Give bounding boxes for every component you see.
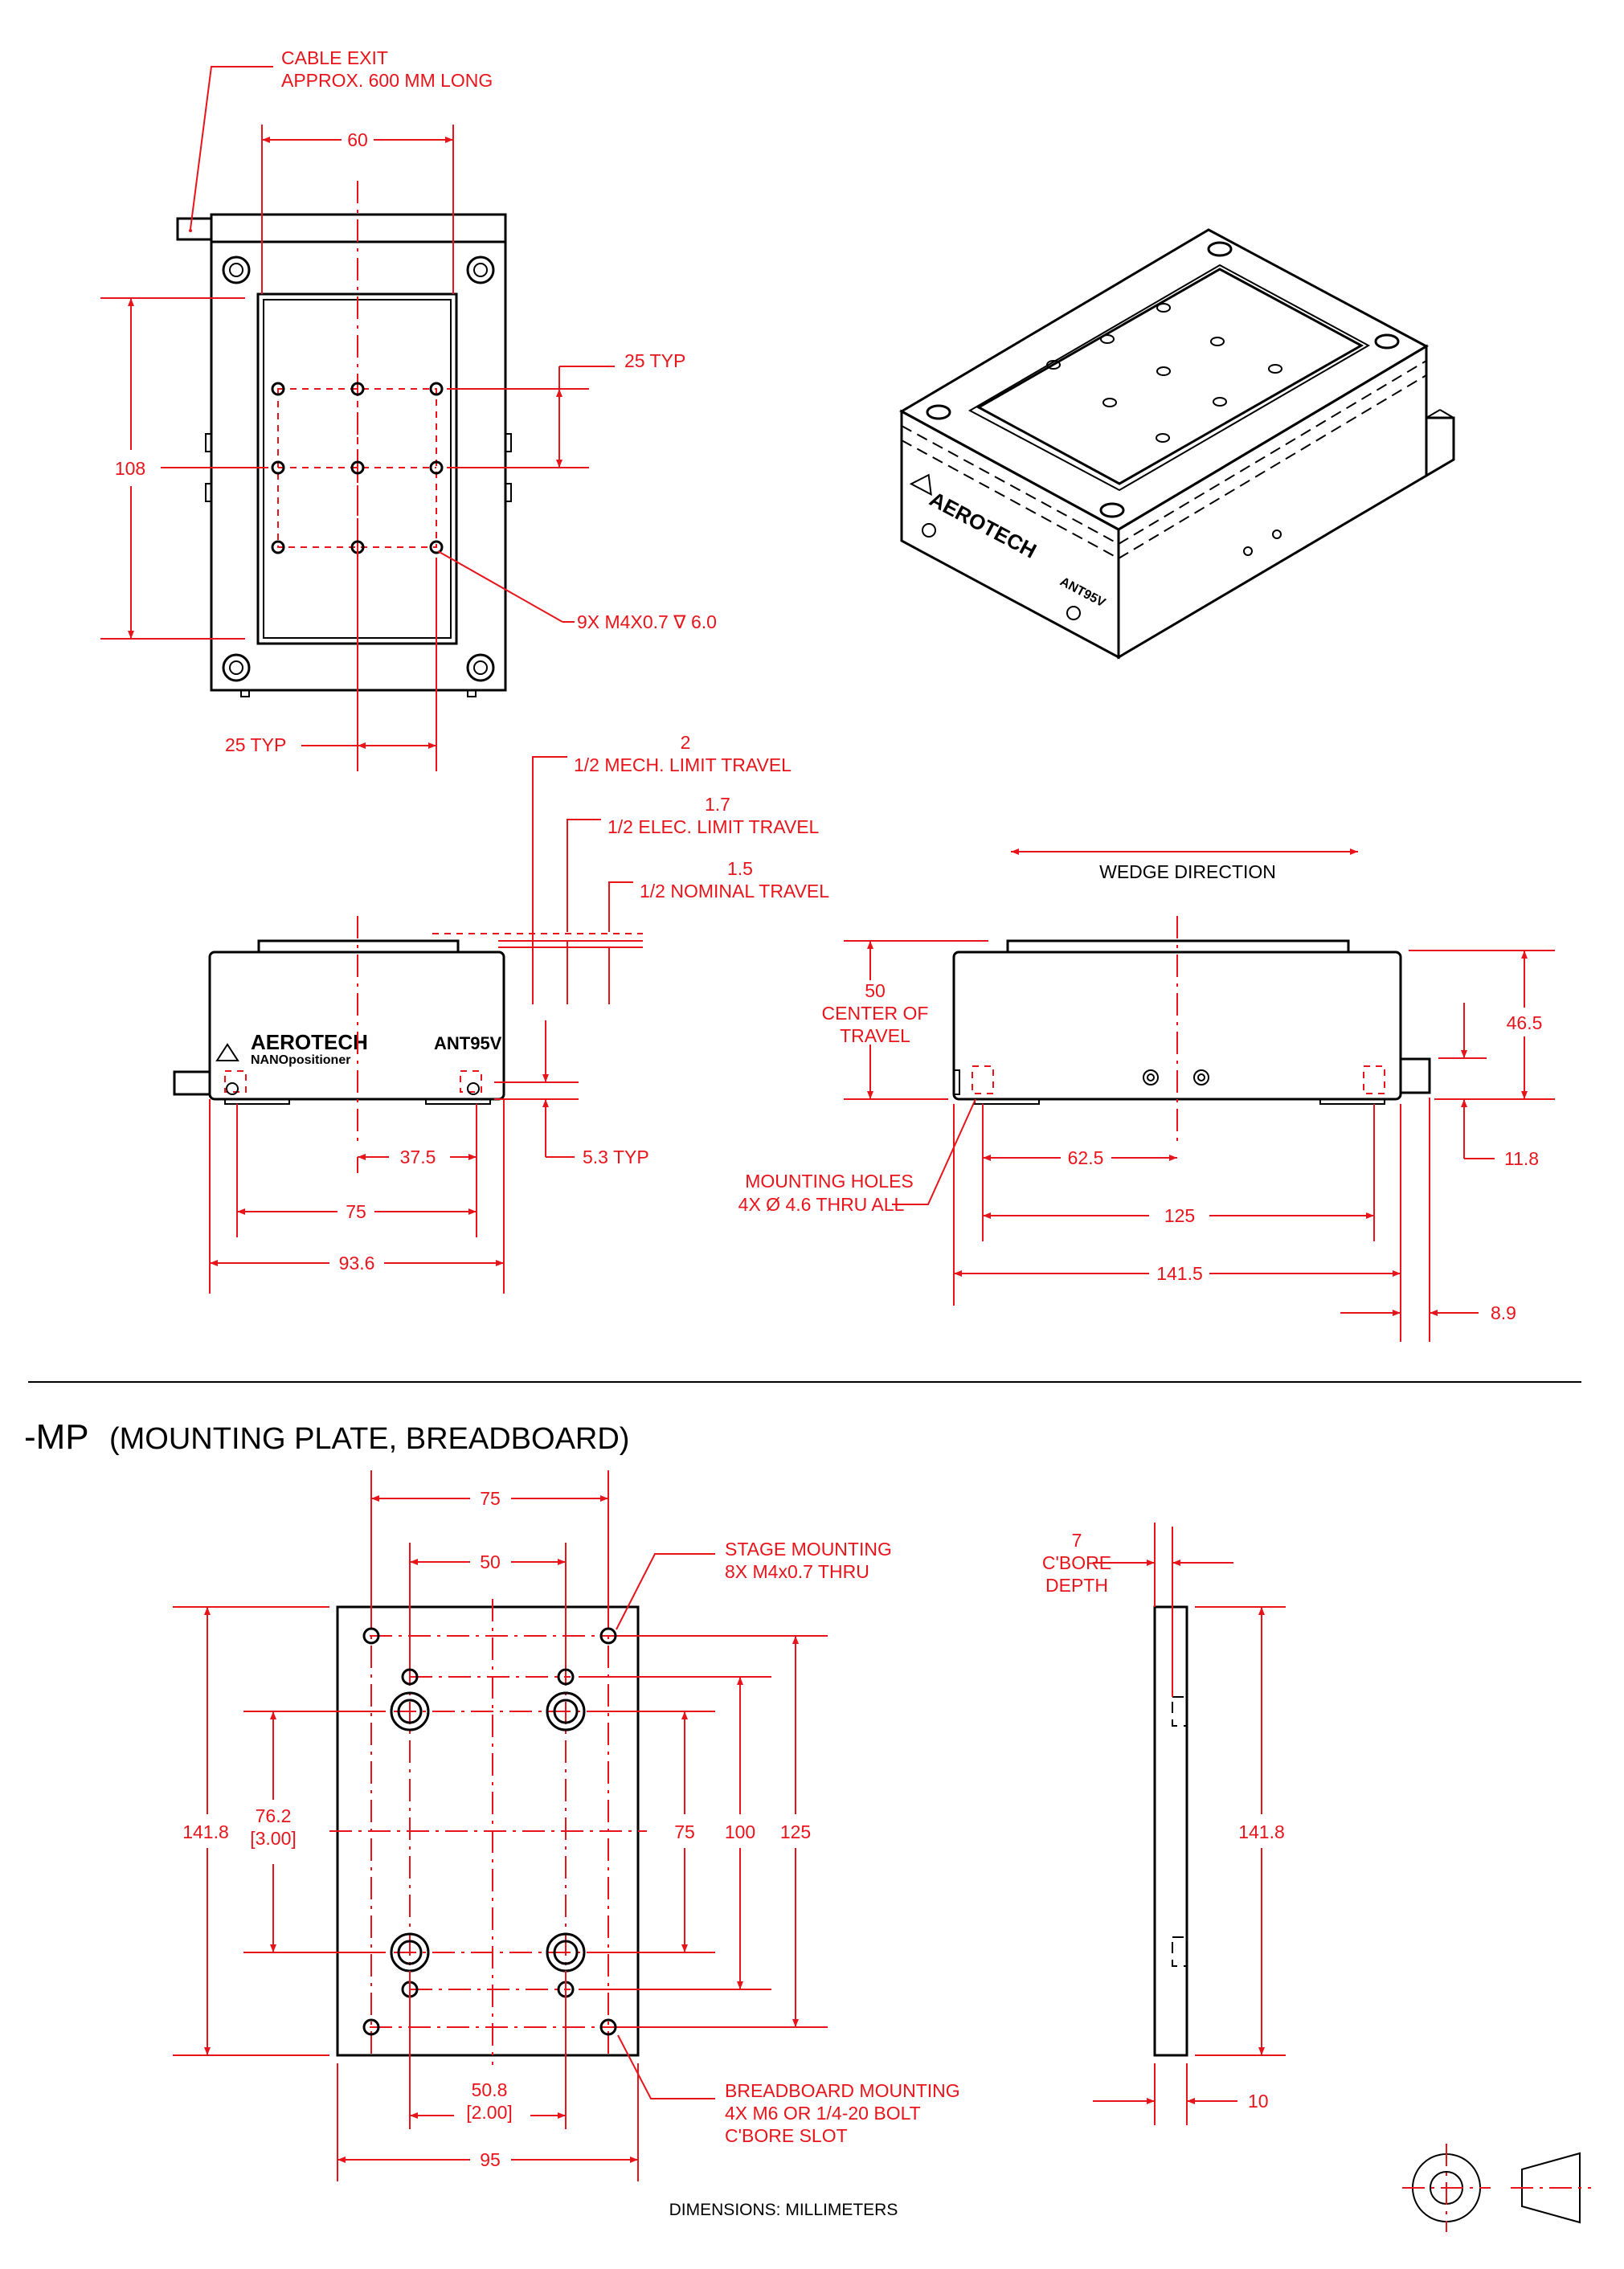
mp-section: -MP (MOUNTING PLATE, BREADBOARD) 75 [24,1417,1286,2181]
iso-model: ANT95V [1057,575,1107,611]
mounting-holes-line2: 4X Ø 4.6 THRU ALL [738,1194,905,1215]
cable-exit-line2: APPROX. 600 MM LONG [281,70,493,91]
dim-37-5: 37.5 [400,1147,436,1167]
center-label2: TRAVEL [840,1025,910,1046]
dim-25-typ-v: 25 TYP [624,350,685,371]
breadboard-cbore [546,1691,586,1731]
stage-mount-hole [599,1627,617,1645]
mounting-holes-line1: MOUNTING HOLES [745,1171,914,1192]
model-label: ANT95V [434,1033,502,1053]
dim-108: 108 [115,458,145,479]
cbore-value: 7 [1072,1530,1082,1551]
tapped-hole [350,382,365,396]
tapped-hole [271,540,285,554]
elec-label: 1/2 ELEC. LIMIT TRAVEL [607,816,820,837]
top-view: 60 108 25 TYP 9X M4X0.7 ∇ 6.0 25 TYP CAB… [100,47,717,771]
tapped-hole [429,540,444,554]
corner-hole [466,256,495,284]
stage-mount-hole [557,1668,575,1686]
dim-75-front: 75 [346,1201,366,1222]
brand: AEROTECH [251,1030,368,1054]
dim-76-2: 76.2 [256,1805,292,1826]
corner-hole [222,653,251,682]
dim-141-8: 141.8 [182,1821,229,1842]
stage-mount-hole [599,2018,617,2036]
bb-mount-line3: C'BORE SLOT [725,2125,848,2146]
dim-141-5: 141.5 [1156,1263,1203,1284]
mech-label: 1/2 MECH. LIMIT TRAVEL [574,754,792,775]
stage-mount-line2: 8X M4x0.7 THRU [725,1561,869,1582]
dim-50-8: 50.8 [472,2079,508,2100]
corner-hole [466,653,495,682]
nominal-label: 1/2 NOMINAL TRAVEL [640,881,829,901]
bb-mount-line2: 4X M6 OR 1/4-20 BOLT [725,2103,921,2124]
brand-sub: NANOpositioner [251,1053,350,1067]
cbore-label1: C'BORE [1042,1552,1111,1573]
projection-symbol [1402,2144,1591,2232]
tapped-hole [271,460,285,475]
tapped-hole [271,382,285,396]
corner-hole [222,256,251,284]
dim-8-9: 8.9 [1491,1302,1516,1323]
dim-60: 60 [347,129,368,150]
stage-mount-hole [362,1627,380,1645]
dim-25-typ-h: 25 TYP [225,734,286,755]
stage-mount-line1: STAGE MOUNTING [725,1539,892,1560]
mp-title-prefix: -MP [24,1417,89,1457]
isometric-view: AEROTECH ANT95V [898,228,1455,660]
dim-50-top: 50 [480,1552,501,1572]
dim-125-side: 125 [1164,1205,1195,1226]
travel-notes: 2 1/2 MECH. LIMIT TRAVEL 1.7 1/2 ELEC. L… [432,732,829,1004]
side-dim-141-8: 141.8 [1238,1821,1285,1842]
center-label1: CENTER OF [822,1003,929,1024]
mp-title-rest: (MOUNTING PLATE, BREADBOARD) [109,1422,629,1456]
dim-3-00: [3.00] [250,1828,297,1849]
dim-11-8: 11.8 [1504,1148,1539,1169]
center-value: 50 [865,980,886,1001]
elec-value: 1.7 [705,794,730,815]
wedge-direction: WEDGE DIRECTION [1099,861,1276,882]
mech-value: 2 [681,732,691,753]
dim-5-3-typ: 5.3 TYP [583,1147,649,1167]
dim-95: 95 [480,2149,501,2170]
dim-75-top: 75 [480,1488,501,1509]
dim-62-5: 62.5 [1068,1147,1104,1168]
dim-125-v: 125 [780,1821,811,1842]
breadboard-cbore [390,1691,430,1731]
holes-note: 9X M4X0.7 ∇ 6.0 [577,611,717,632]
front-view: AEROTECH NANOpositioner ANT95V 37.5 75 9… [173,916,649,1294]
side-dim-10: 10 [1248,2091,1269,2112]
tapped-hole [429,382,444,396]
tapped-hole [350,460,365,475]
nominal-value: 1.5 [727,858,753,879]
stage-mount-hole [362,2018,380,2036]
side-view: WEDGE DIRECTION 50 CENTER OF TRAVEL 46.5… [738,848,1555,1342]
tapped-hole [429,460,444,475]
iso-brand: AEROTECH [926,487,1041,563]
cbore-label2: DEPTH [1045,1575,1108,1596]
dim-46-5: 46.5 [1507,1012,1543,1033]
dim-100-v: 100 [725,1821,755,1842]
cable-exit-line1: CABLE EXIT [281,47,388,68]
dim-93-6: 93.6 [339,1253,375,1274]
bb-mount-line1: BREADBOARD MOUNTING [725,2080,960,2101]
stage-mount-hole [401,1668,419,1686]
units-note: DIMENSIONS: MILLIMETERS [669,2201,898,2219]
dim-2-00: [2.00] [466,2102,513,2123]
dim-75-v: 75 [674,1821,695,1842]
